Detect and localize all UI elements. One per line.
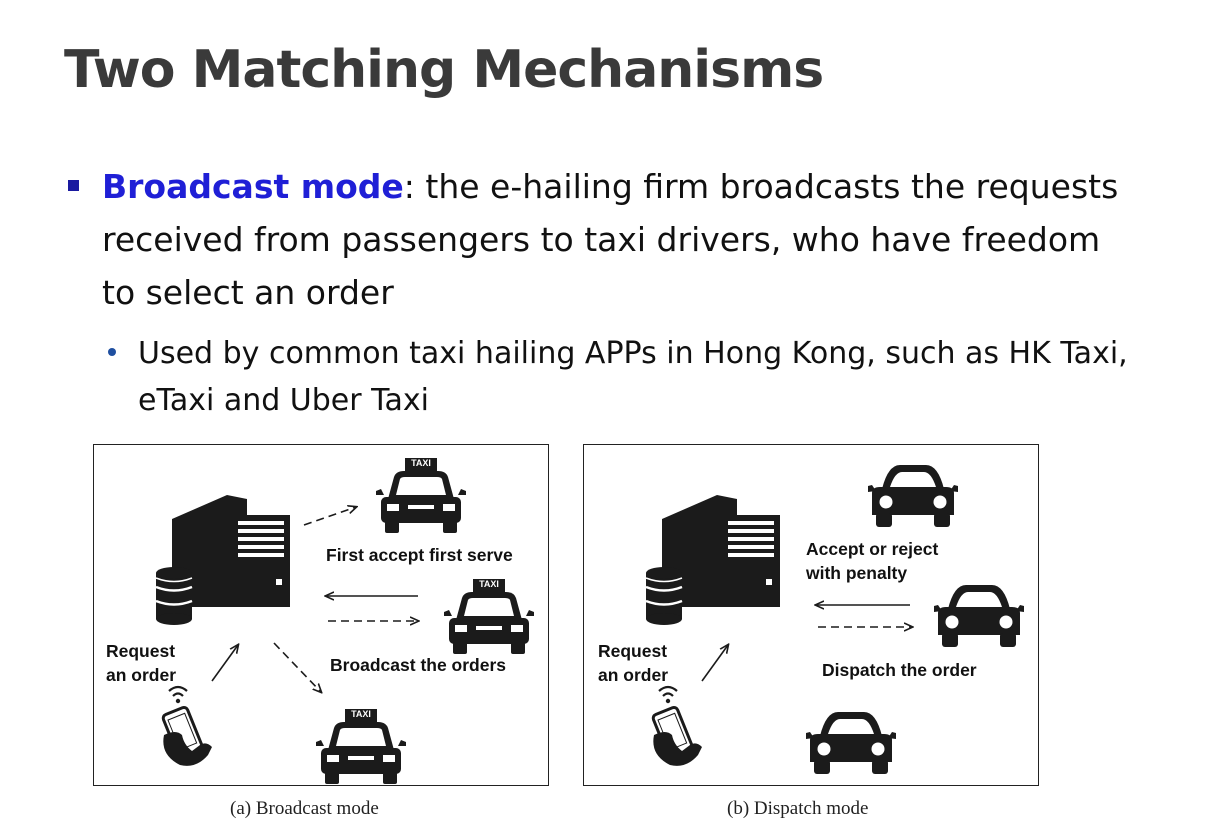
car-icon: [806, 712, 896, 774]
solid-arrow-icon: [211, 645, 238, 682]
bullet-text: Broadcast mode: the e-hailing firm broad…: [102, 160, 1122, 319]
dashed-arrow-icon: [303, 507, 356, 526]
figure-dispatch-mode: Accept or reject with penalty Dispatch t…: [583, 444, 1039, 786]
label-accept-reject: Accept or reject with penalty: [806, 539, 939, 583]
database-icon: [644, 565, 684, 627]
phone-icon: [650, 685, 704, 768]
label-broadcast-orders: Broadcast the orders: [330, 655, 507, 675]
caption-dispatch-mode: (b) Dispatch mode: [727, 798, 869, 819]
sub-bullet-text: Used by common taxi hailing APPs in Hong…: [138, 336, 1128, 418]
label-request-order: Request an order: [598, 641, 669, 685]
slide-title: Two Matching Mechanisms: [64, 40, 824, 100]
caption-broadcast-mode: (a) Broadcast mode: [230, 798, 379, 819]
label-request-order: Request an order: [106, 641, 177, 685]
label-first-accept: First accept first serve: [326, 545, 513, 565]
figure-broadcast-mode: TAXI TAXI TAXI First accept first serve …: [93, 444, 549, 786]
svg-text:TAXI: TAXI: [351, 709, 371, 719]
dashed-arrow-icon: [273, 642, 321, 692]
phone-icon: [160, 685, 214, 768]
round-bullet-icon: [108, 348, 116, 356]
svg-text:TAXI: TAXI: [411, 458, 431, 468]
bullet-body: : the e-hailing firm broadcasts the requ…: [102, 167, 1119, 312]
car-icon: [868, 465, 958, 527]
square-bullet-icon: [68, 180, 79, 191]
taxi-icon: TAXI: [316, 709, 406, 784]
solid-arrow-icon: [701, 645, 728, 682]
taxi-icon: TAXI: [444, 579, 534, 654]
taxi-icon: TAXI: [376, 458, 466, 533]
bullet-emphasis: Broadcast mode: [102, 167, 404, 206]
car-icon: [934, 585, 1024, 647]
svg-text:TAXI: TAXI: [479, 579, 499, 589]
label-dispatch-order: Dispatch the order: [822, 660, 977, 680]
database-icon: [154, 565, 194, 627]
